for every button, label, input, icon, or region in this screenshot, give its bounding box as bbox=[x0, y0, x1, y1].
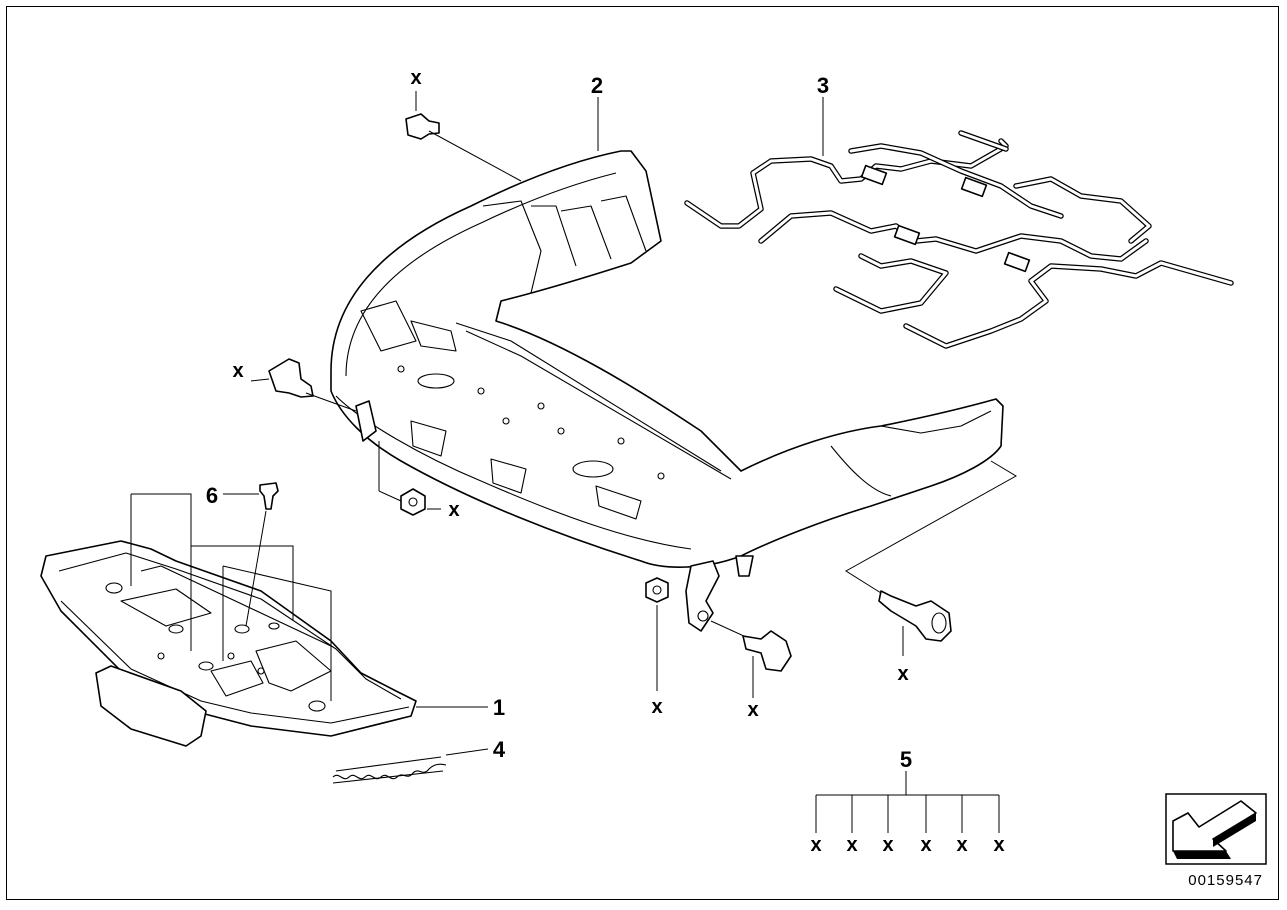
diagram-frame: 2 3 6 1 4 5 x x x x x x x x x x x x 0015… bbox=[6, 6, 1279, 900]
arrow-down-left-icon bbox=[1165, 793, 1267, 865]
callout-6: 6 bbox=[206, 483, 218, 508]
x-mark-top-screw: x bbox=[410, 67, 421, 89]
callout-1: 1 bbox=[493, 695, 505, 720]
lower-nut-part bbox=[645, 577, 669, 603]
seat-frame-part bbox=[330, 150, 1004, 632]
left-bolt-part bbox=[268, 358, 314, 398]
x-mark-set-3: x bbox=[882, 834, 893, 856]
x-mark-right-pin: x bbox=[897, 663, 908, 685]
right-pin-part bbox=[878, 590, 952, 642]
x-mark-set-5: x bbox=[956, 834, 967, 856]
x-mark-left-bolt: x bbox=[232, 360, 243, 382]
part-number-label: 00159547 bbox=[1188, 872, 1263, 889]
x-mark-set-2: x bbox=[846, 834, 857, 856]
parts-diagram: 2 3 6 1 4 5 x x x x x x x x x x x x 0015… bbox=[40, 67, 1267, 889]
callout-3: 3 bbox=[817, 73, 829, 98]
leader-lines bbox=[130, 91, 1017, 833]
x-mark-center-nut: x bbox=[448, 499, 459, 521]
tension-spring-part bbox=[332, 756, 447, 784]
x-mark-lower-nut: x bbox=[651, 696, 662, 718]
center-nut-part bbox=[400, 488, 426, 516]
x-mark-set-4: x bbox=[920, 834, 931, 856]
x-mark-set-1: x bbox=[810, 834, 821, 856]
callout-2: 2 bbox=[591, 73, 603, 98]
spring-mat-part bbox=[684, 130, 1234, 349]
x-mark-set-6: x bbox=[993, 834, 1004, 856]
lower-bolt-part bbox=[742, 630, 792, 672]
top-screw-part bbox=[405, 113, 440, 140]
callout-5: 5 bbox=[900, 747, 912, 772]
x-mark-lower-bolt: x bbox=[747, 699, 758, 721]
seat-tray-part bbox=[40, 540, 417, 747]
callout-4: 4 bbox=[493, 737, 506, 762]
small-screw-part bbox=[259, 482, 279, 510]
